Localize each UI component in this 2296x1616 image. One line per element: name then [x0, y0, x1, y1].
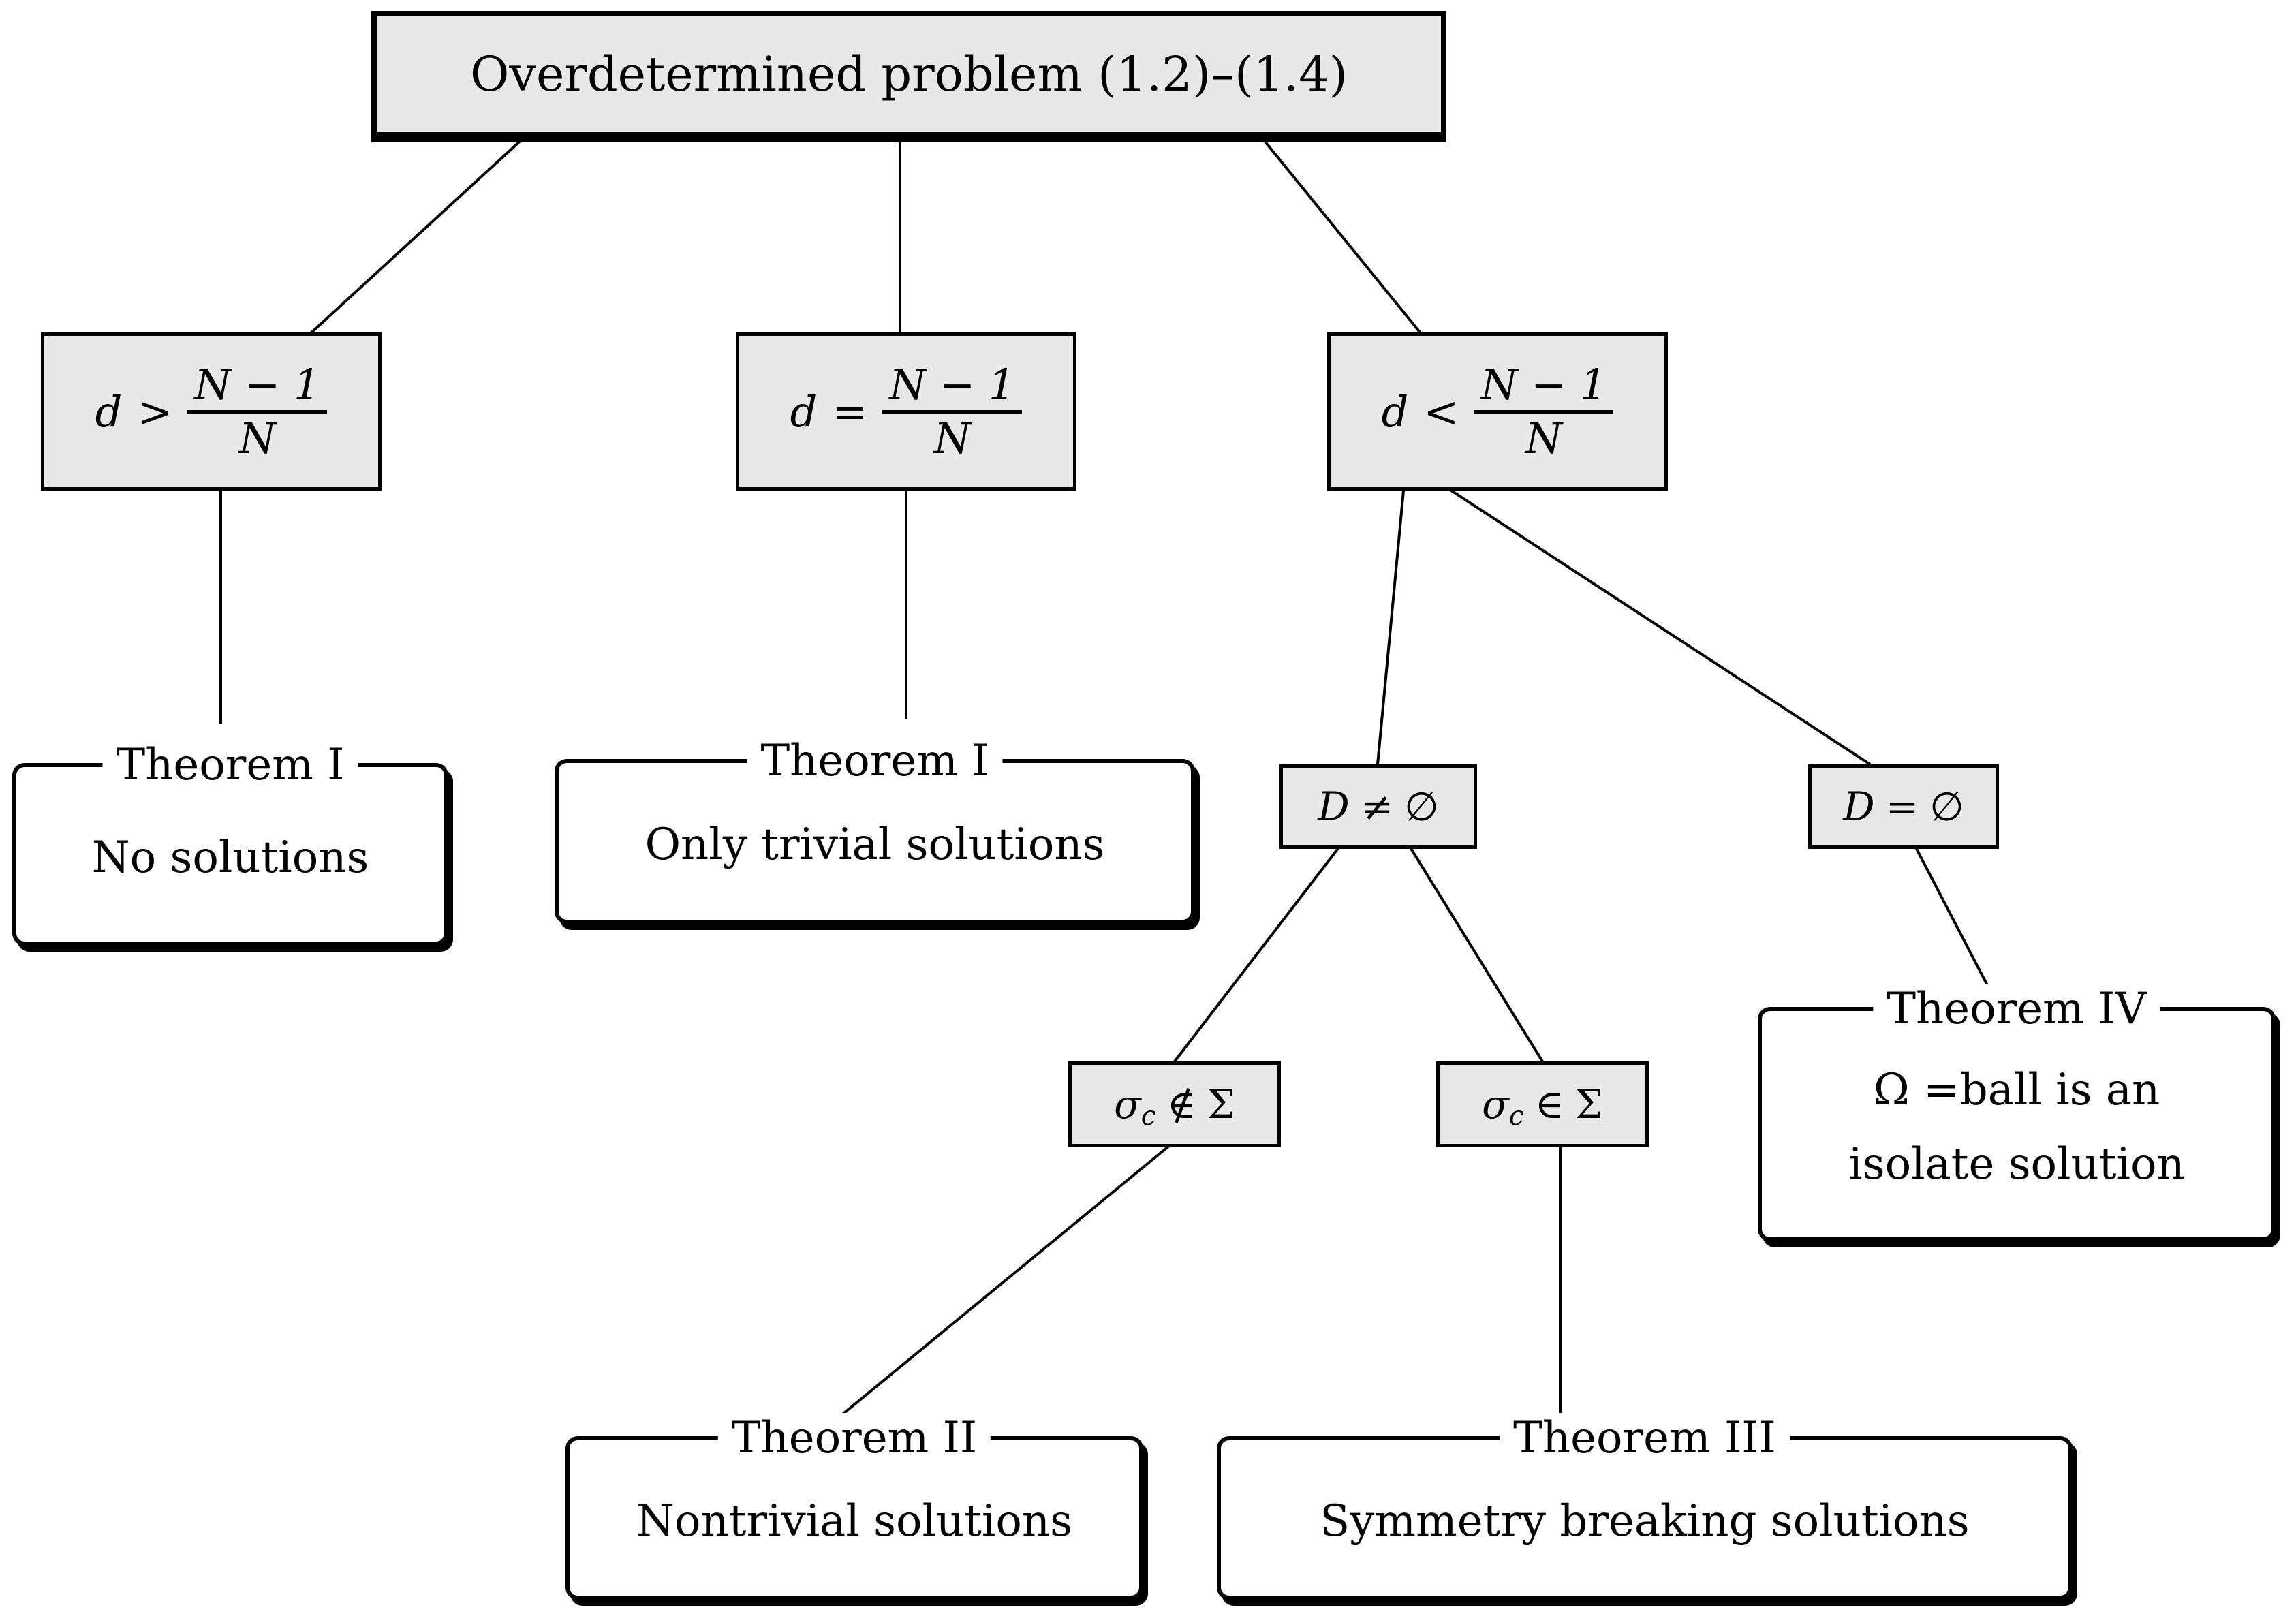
sigma-set-symbol: Σ [1207, 1081, 1235, 1128]
theorem-body: No solutions [91, 832, 369, 883]
theorem4-box: Theorem IV Ω =ball is an isolate solutio… [1758, 984, 2276, 1241]
theorem-body: Symmetry breaking solutions [1320, 1495, 1970, 1547]
math-variable: σc [1482, 1081, 1524, 1130]
theorem-title: Theorem III [1500, 1413, 1790, 1464]
branch-d-empty: D = ∅ [1808, 764, 1999, 849]
emptyset-symbol: ∅ [1929, 783, 1964, 830]
sigma-set-symbol: Σ [1574, 1081, 1603, 1128]
condition-d-equal: d = N − 1 N [736, 332, 1076, 491]
emptyset-symbol: ∅ [1404, 783, 1439, 830]
fraction-denominator: N [1525, 413, 1562, 463]
fraction-numerator: N − 1 [187, 361, 328, 414]
theorem-title: Theorem I [747, 736, 1003, 787]
theorem-title-text: Theorem IV [1887, 984, 2147, 1035]
fraction: N − 1 N [1474, 361, 1614, 463]
theorem-title-text: Theorem I [116, 740, 345, 791]
theorem-title: Theorem IV [1873, 984, 2160, 1035]
branch-sigma-in: σc ∈ Σ [1436, 1061, 1649, 1147]
root-label: Overdetermined problem (1.2)–(1.4) [470, 46, 1348, 102]
theorem-body: Ω =ball is an isolate solution [1835, 1053, 2198, 1202]
theorem3-box: Theorem III Symmetry breaking solutions [1217, 1413, 2073, 1600]
connector-d-nonempty-to-sigma-in [1409, 846, 1544, 1063]
subscript-c: c [1508, 1100, 1524, 1132]
theorem-body: Nontrivial solutions [636, 1495, 1072, 1547]
connector-sigma-notin-to-theorem2 [839, 1145, 1170, 1417]
theorem-title-text: Theorem III [1513, 1413, 1776, 1464]
branch-d-nonempty: D ≠ ∅ [1279, 764, 1477, 849]
relation-symbol: > [137, 386, 173, 437]
math-variable: D [1318, 783, 1350, 830]
connector-d-empty-to-theorem4 [1914, 847, 1991, 990]
theorem1-mid-box: Theorem I Only trivial solutions [555, 736, 1195, 924]
theorem-body-line1: Ω =ball is an [1873, 1065, 2160, 1116]
relation-symbol: = [832, 386, 868, 437]
connector-less-to-d-nonempty [1376, 490, 1405, 765]
sigma-symbol: σ [1482, 1081, 1509, 1128]
in-symbol: ∈ [1534, 1081, 1564, 1128]
fraction: N − 1 N [187, 361, 328, 463]
sigma-symbol: σ [1114, 1081, 1141, 1128]
connector-root-to-greater [309, 136, 525, 335]
condition-d-less: d < N − 1 N [1327, 332, 1668, 491]
fraction-denominator: N [238, 413, 276, 463]
theorem2-box: Theorem II Nontrivial solutions [565, 1413, 1143, 1600]
relation-symbol: = [1885, 783, 1919, 830]
theorem-title: Theorem I [102, 740, 358, 791]
theorem-body: Only trivial solutions [645, 819, 1105, 870]
math-variable: d [1381, 386, 1409, 437]
math-variable: d [790, 386, 818, 437]
relation-symbol: < [1423, 386, 1459, 437]
fraction: N − 1 N [882, 361, 1023, 463]
theorem1-left-box: Theorem I No solutions [12, 740, 448, 946]
branch-sigma-notin: σc ∉ Σ [1068, 1061, 1281, 1147]
math-variable: σc [1114, 1081, 1156, 1130]
root-node: Overdetermined problem (1.2)–(1.4) [371, 11, 1446, 138]
relation-symbol: ≠ [1360, 783, 1394, 830]
fraction-numerator: N − 1 [1474, 361, 1614, 414]
condition-d-greater: d > N − 1 N [41, 332, 382, 491]
theorem-title-text: Theorem II [731, 1413, 978, 1464]
theorem-body-line2: isolate solution [1848, 1139, 2185, 1190]
math-variable: d [95, 386, 123, 437]
connector-d-nonempty-to-sigma-notin [1173, 846, 1340, 1063]
connector-less-to-d-empty [1450, 489, 1872, 766]
fraction-numerator: N − 1 [882, 361, 1023, 414]
connector-root-to-less [1260, 136, 1423, 335]
theorem-title: Theorem II [717, 1413, 991, 1464]
notin-symbol: ∉ [1166, 1081, 1196, 1128]
fraction-denominator: N [933, 413, 971, 463]
subscript-c: c [1141, 1100, 1156, 1132]
math-variable: D [1843, 783, 1875, 830]
theorem-title-text: Theorem I [760, 736, 989, 787]
